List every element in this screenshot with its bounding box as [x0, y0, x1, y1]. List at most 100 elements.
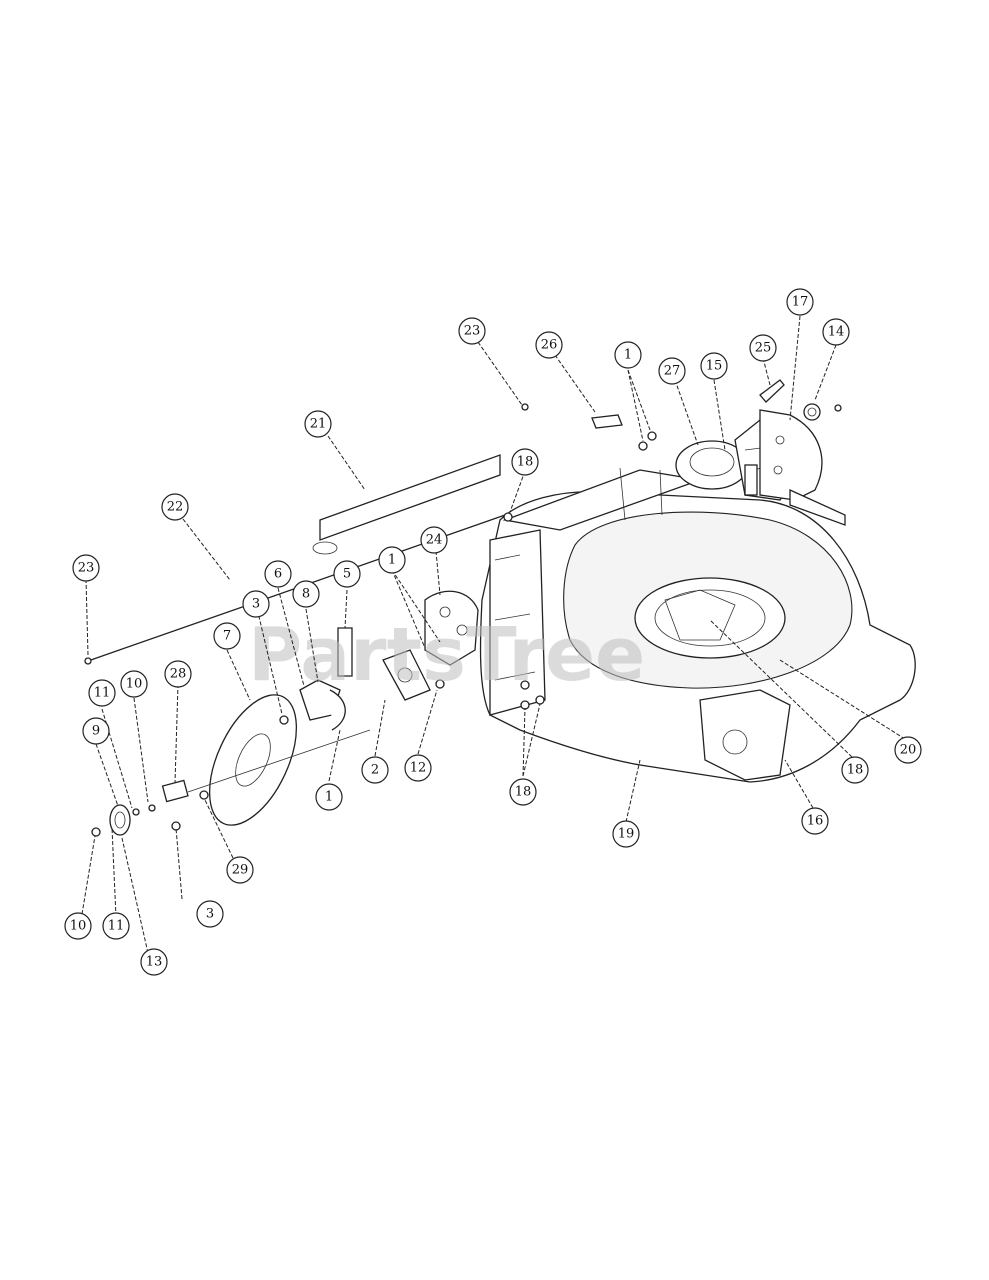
svg-text:27: 27: [664, 364, 681, 379]
callout-27: 27: [658, 357, 686, 385]
callout-26: 26: [535, 331, 563, 359]
svg-text:7: 7: [223, 629, 231, 644]
hardware-nut: [435, 679, 445, 689]
hardware-nut: [520, 680, 530, 690]
svg-text:3: 3: [252, 597, 260, 612]
callout-20: 20: [894, 736, 922, 764]
svg-text:13: 13: [146, 955, 163, 970]
height-lever: [759, 379, 785, 403]
callout-3: 3: [196, 900, 224, 928]
callout-18: 18: [511, 448, 539, 476]
rear-wheel-nut: [803, 403, 842, 421]
svg-text:18: 18: [517, 455, 534, 470]
callout-11: 11: [88, 679, 116, 707]
svg-text:24: 24: [426, 533, 443, 548]
hardware-nut: [520, 700, 530, 710]
svg-text:18: 18: [847, 763, 864, 778]
rod-end: [521, 403, 529, 411]
svg-text:12: 12: [410, 761, 427, 776]
pad: [591, 414, 623, 429]
height-adjust-plate: [424, 590, 479, 666]
svg-text:18: 18: [515, 785, 532, 800]
callout-22: 22: [161, 493, 189, 521]
callout-23: 23: [458, 317, 486, 345]
wheel-bracket: [382, 649, 431, 701]
svg-text:20: 20: [900, 743, 917, 758]
svg-text:25: 25: [755, 341, 772, 356]
front-wheel: [208, 694, 298, 826]
svg-text:17: 17: [792, 295, 809, 310]
leader-lines: [79, 315, 906, 954]
svg-text:8: 8: [302, 587, 310, 602]
svg-text:29: 29: [232, 863, 249, 878]
hardware-nut: [638, 441, 648, 451]
callout-17: 17: [786, 288, 814, 316]
callout-11: 11: [102, 912, 130, 940]
hardware-nut: [171, 821, 181, 831]
svg-text:9: 9: [92, 724, 100, 739]
svg-text:22: 22: [167, 500, 184, 515]
callout-5: 5: [333, 560, 361, 588]
watermark: PartsTree: [248, 612, 645, 698]
callouts: 1 1 1 2 3 3 5 6 7 8 9 10 10 11 11 12 13 …: [64, 288, 922, 976]
tube: [337, 627, 353, 677]
svg-text:1: 1: [624, 348, 632, 363]
svg-text:16: 16: [807, 814, 824, 829]
callout-2: 2: [361, 756, 389, 784]
callout-14: 14: [822, 318, 850, 346]
callout-3: 3: [242, 590, 270, 618]
spring: [329, 689, 346, 731]
callout-16: 16: [801, 807, 829, 835]
svg-text:14: 14: [828, 325, 845, 340]
callout-15: 15: [700, 352, 728, 380]
callout-10: 10: [120, 670, 148, 698]
callout-28: 28: [164, 660, 192, 688]
rear-guard-plate: [759, 409, 846, 526]
hardware-nut: [503, 512, 513, 522]
svg-text:11: 11: [108, 919, 125, 934]
mower-deck: [479, 467, 916, 783]
callout-10: 10: [64, 912, 92, 940]
axle-bar: [312, 454, 501, 555]
axle-plate: [161, 779, 189, 803]
callout-25: 25: [749, 334, 777, 362]
callout-24: 24: [420, 526, 448, 554]
callout-29: 29: [226, 856, 254, 884]
callout-9: 9: [82, 717, 110, 745]
svg-text:28: 28: [170, 667, 187, 682]
svg-text:15: 15: [706, 359, 723, 374]
svg-text:10: 10: [126, 677, 143, 692]
svg-text:23: 23: [78, 561, 95, 576]
hardware-nut: [647, 431, 657, 441]
svg-text:21: 21: [310, 417, 327, 432]
callout-1: 1: [315, 783, 343, 811]
callout-1: 1: [378, 546, 406, 574]
svg-text:10: 10: [70, 919, 87, 934]
callout-18: 18: [841, 756, 869, 784]
rod-end: [84, 657, 92, 665]
callout-6: 6: [264, 560, 292, 588]
svg-text:1: 1: [388, 553, 396, 568]
callout-12: 12: [404, 754, 432, 782]
callout-18: 18: [509, 778, 537, 806]
callout-7: 7: [213, 622, 241, 650]
axle-washer: [199, 790, 209, 800]
svg-text:26: 26: [541, 338, 558, 353]
callout-13: 13: [140, 948, 168, 976]
svg-text:3: 3: [206, 907, 214, 922]
svg-text:2: 2: [371, 763, 379, 778]
callout-23: 23: [72, 554, 100, 582]
callout-1: 1: [614, 341, 642, 369]
svg-text:11: 11: [94, 686, 111, 701]
callout-21: 21: [304, 410, 332, 438]
callout-8: 8: [292, 580, 320, 608]
hardware-nut: [279, 715, 289, 725]
svg-text:1: 1: [325, 790, 333, 805]
small-wheel: [91, 804, 156, 837]
svg-text:5: 5: [343, 567, 351, 582]
callout-19: 19: [612, 820, 640, 848]
svg-text:19: 19: [618, 827, 635, 842]
svg-text:6: 6: [274, 567, 282, 582]
svg-text:23: 23: [464, 324, 481, 339]
